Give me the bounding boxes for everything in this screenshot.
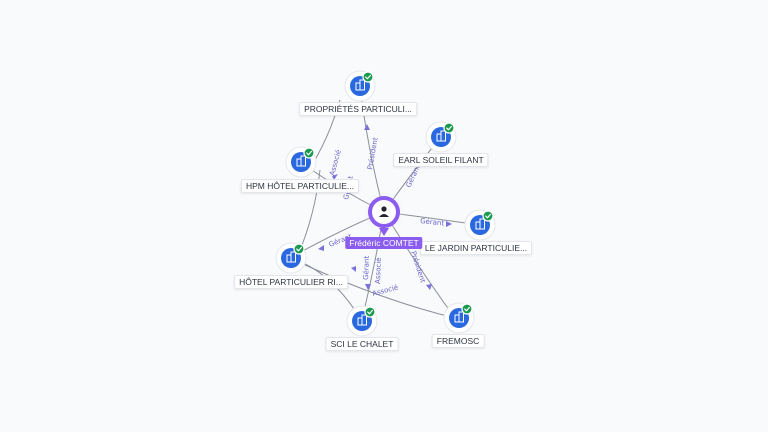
company-node-jardin[interactable]	[464, 209, 496, 241]
edge-label-associe-fremosc: Associé	[371, 283, 399, 298]
company-node-fremosc[interactable]	[443, 302, 475, 334]
company-label-earl[interactable]: EARL SOLEIL FILANT	[393, 153, 489, 167]
building-icon	[454, 311, 464, 323]
edge-label-gerant-chalet: Gérant	[362, 255, 371, 280]
building-icon	[355, 79, 365, 91]
check-badge-icon	[362, 71, 374, 83]
company-label-hpm[interactable]: HPM HÔTEL PARTICULIE...	[240, 179, 360, 193]
arrow-chalet	[365, 284, 371, 290]
arrow-hpm	[332, 174, 338, 180]
building-icon	[475, 218, 485, 230]
company-node-hpm[interactable]	[285, 146, 317, 178]
arrow-jardin	[446, 221, 452, 227]
company-label-hotel[interactable]: HÔTEL PARTICULIER RI...	[234, 275, 348, 289]
arrow-fremosc	[426, 284, 432, 290]
arrow-proprietes	[364, 124, 370, 130]
check-badge-icon	[293, 243, 305, 255]
edge-label-president-fremosc: Président	[409, 250, 427, 284]
person-icon	[379, 206, 389, 217]
center-node[interactable]	[362, 190, 406, 236]
building-icon	[286, 251, 296, 263]
arrow-hotel	[318, 245, 324, 251]
check-badge-icon	[364, 306, 376, 318]
check-badge-icon	[443, 122, 455, 134]
company-node-chalet[interactable]	[346, 305, 378, 337]
company-node-hotel[interactable]	[275, 242, 307, 274]
arrow-hotel-chalet	[351, 266, 356, 272]
check-badge-icon	[482, 210, 494, 222]
company-label-fremosc[interactable]: FREMOSC	[431, 334, 485, 348]
edge-label-associe-chalet: Associé	[374, 257, 383, 284]
building-icon	[357, 314, 367, 326]
building-icon	[296, 155, 306, 167]
building-icon	[436, 130, 446, 142]
edge-label-gerant-jardin: Gérant	[420, 217, 445, 227]
company-label-chalet[interactable]: SCI LE CHALET	[325, 337, 399, 351]
company-label-jardin[interactable]: LE JARDIN PARTICULIE...	[419, 241, 533, 255]
check-badge-icon	[303, 147, 315, 159]
edge-hotel-fremosc	[289, 257, 456, 319]
company-node-proprietes[interactable]	[344, 70, 376, 102]
edge-label-associe-hpm: Associé	[328, 149, 343, 177]
center-person-label[interactable]: Frédéric COMTET	[345, 237, 423, 249]
check-badge-icon	[461, 303, 473, 315]
edge-label-gerant-earl: Gérant	[405, 163, 423, 188]
company-node-earl[interactable]	[425, 121, 457, 153]
company-label-proprietes[interactable]: PROPRIÉTÉS PARTICULI...	[299, 102, 417, 116]
